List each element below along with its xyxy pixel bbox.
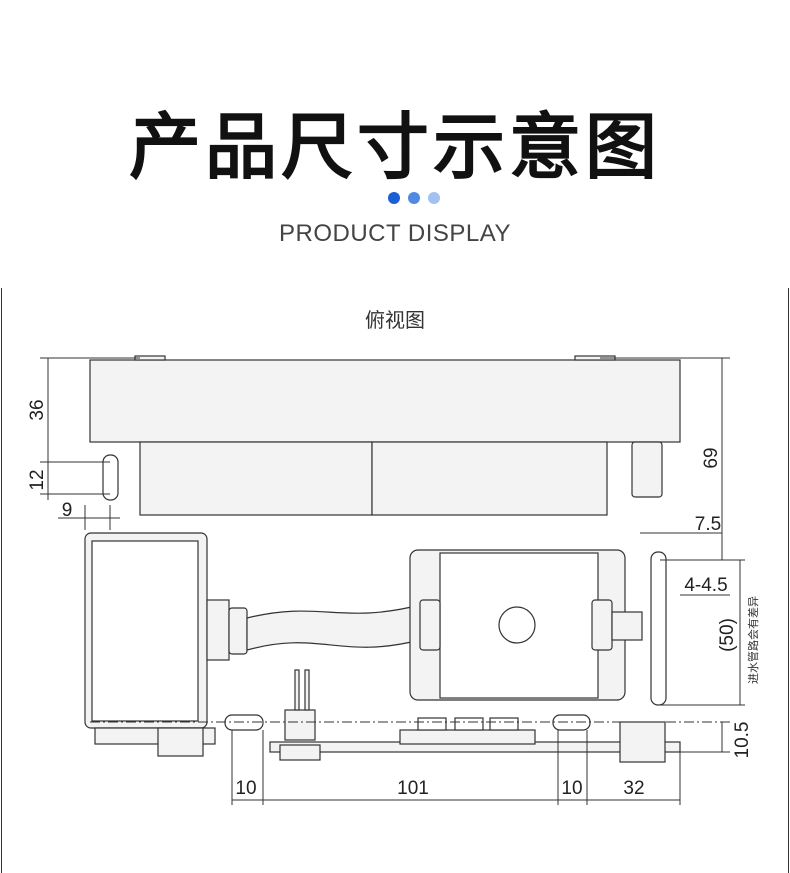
mount-slot: [650, 551, 667, 706]
dim-69: 69: [701, 447, 722, 468]
dim-9: 9: [62, 500, 73, 521]
dim-36: 36: [27, 399, 48, 420]
page-title: 产品尺寸示意图: [128, 105, 661, 189]
dimension-lines: [40, 357, 745, 805]
view-label: 俯视图: [365, 308, 425, 332]
dim-10-5: 10.5: [732, 722, 753, 759]
dim-12: 12: [27, 469, 48, 490]
dim-bottom-32: 32: [623, 778, 644, 799]
sensor-module: [409, 549, 643, 701]
dot-1: [388, 192, 400, 204]
dim-bottom-10-left: 10: [235, 778, 256, 799]
decorative-dots: [388, 192, 440, 204]
dim-bottom-10-right: 10: [561, 778, 582, 799]
pump-block: [84, 532, 248, 757]
circuit-board: [269, 669, 681, 763]
dot-2: [408, 192, 420, 204]
inlet-note: 进水管路会有差异: [746, 596, 760, 684]
fan-block: [89, 355, 681, 516]
dim-7-5: 7.5: [695, 514, 721, 535]
page-subtitle: PRODUCT DISPLAY: [279, 220, 511, 247]
water-hose: [246, 604, 421, 651]
dot-3: [428, 192, 440, 204]
dim-bottom-101: 101: [397, 778, 429, 799]
dim-4-4-5: 4-4.5: [684, 575, 727, 596]
mount-slot: [102, 454, 119, 501]
dim-50: (50): [717, 618, 738, 652]
